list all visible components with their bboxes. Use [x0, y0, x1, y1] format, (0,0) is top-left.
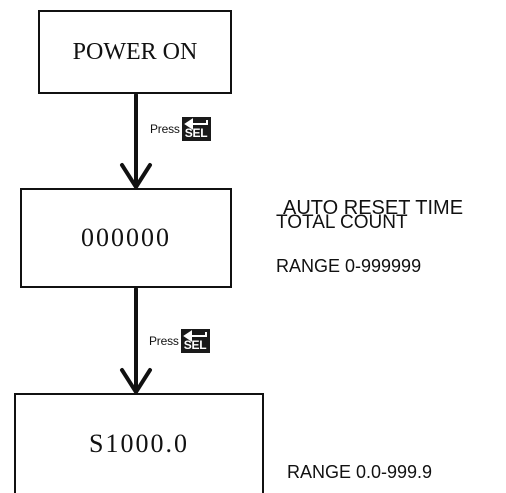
total-count-label: TOTAL COUNT [276, 212, 408, 233]
arrow-1-head [120, 163, 152, 191]
arrow-2-head [120, 368, 152, 396]
press-label: Press [150, 122, 180, 136]
press-sel-instruction-2: Press SEL [149, 329, 210, 353]
sel-key-label: SEL [184, 126, 208, 140]
sel-key: SEL [181, 117, 211, 141]
sel-key: SEL [180, 329, 210, 353]
time-setting-box: S1000.0 [14, 393, 264, 493]
time-range-label: RANGE 0.0-999.9 [287, 462, 433, 482]
enter-arrow-icon [183, 118, 208, 130]
auto-reset-time-label: AUTO RESET TIME [283, 197, 464, 219]
sel-key-label: SEL [183, 338, 207, 352]
time-setting-display: S1000.0 [89, 429, 189, 458]
total-count-range-label: RANGE 0-999999 [276, 256, 422, 276]
enter-arrow-icon [182, 330, 207, 342]
total-count-display: 000000 [81, 223, 171, 252]
total-count-box: 000000 [20, 188, 232, 288]
power-on-box: POWER ON [38, 10, 232, 94]
press-sel-instruction-1: Press SEL [150, 117, 211, 141]
press-label: Press [149, 334, 179, 348]
power-on-text: POWER ON [72, 38, 198, 65]
